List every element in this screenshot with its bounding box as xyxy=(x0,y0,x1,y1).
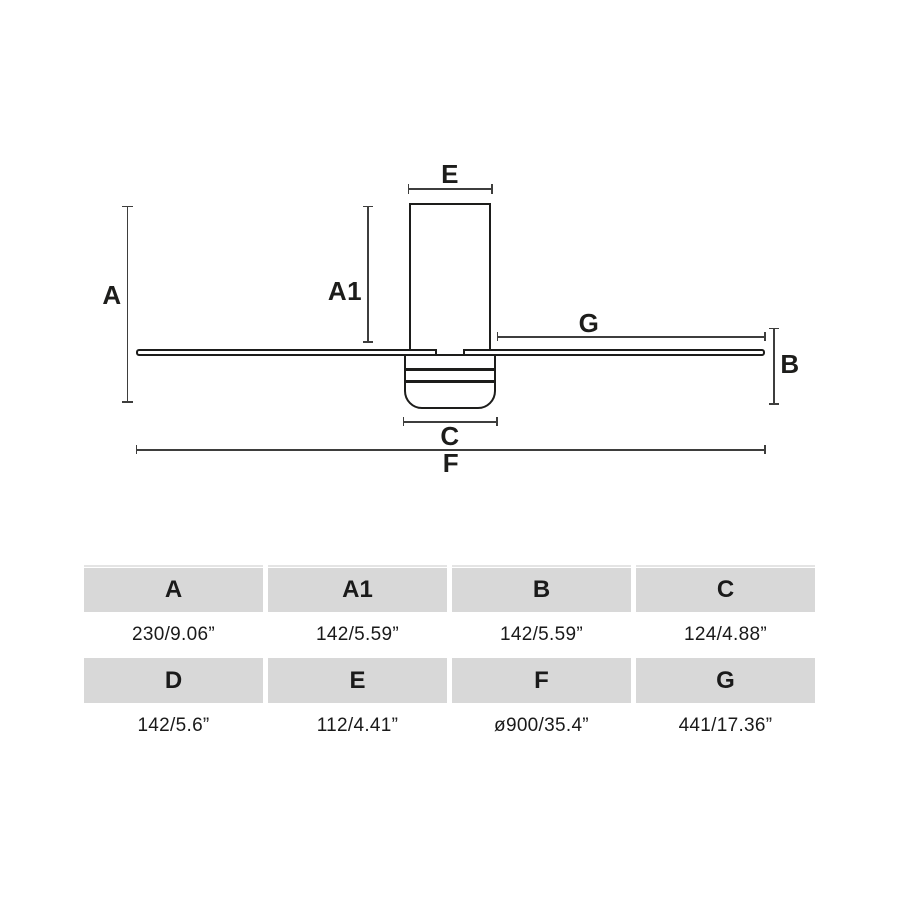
dimension-label-f: F xyxy=(442,448,460,478)
dim-tick-b-top xyxy=(768,327,779,329)
dim-tick-g-left xyxy=(496,331,498,341)
dim-table-value-e: 112/4.41” xyxy=(268,703,447,749)
dim-tick-a-top xyxy=(122,205,133,207)
dimension-label-a1: A1 xyxy=(327,276,363,306)
dim-tick-c-left xyxy=(402,416,404,426)
dim-table-header-b: B xyxy=(452,565,631,612)
dim-table-value-c: 124/4.88” xyxy=(636,612,815,658)
motor-housing xyxy=(409,203,491,352)
dimension-label-a: A xyxy=(102,280,122,310)
light-kit-seam-line-2 xyxy=(406,380,495,383)
dim-tick-f-right xyxy=(764,444,766,454)
dim-table-header-c: C xyxy=(636,565,815,612)
dim-line-a1 xyxy=(367,206,369,342)
dim-table-header-e: E xyxy=(268,658,447,703)
dimensions-table: A A1 B C 230/9.06” 142/5.59” 142/5.59” 1… xyxy=(84,565,815,749)
dim-tick-e-right xyxy=(491,184,493,194)
dim-table-value-d: 142/5.6” xyxy=(84,703,263,749)
dim-line-a xyxy=(126,206,128,402)
dim-tick-b-bottom xyxy=(768,403,779,405)
dim-tick-a1-top xyxy=(362,205,373,207)
dim-table-header-f: F xyxy=(452,658,631,703)
dim-table-header-a1: A1 xyxy=(268,565,447,612)
dim-line-e xyxy=(408,188,492,190)
dim-line-f xyxy=(136,449,765,451)
dimension-label-g: G xyxy=(578,308,600,338)
dim-table-header-a: A xyxy=(84,565,263,612)
fan-blade-right xyxy=(463,349,765,356)
dimension-label-e: E xyxy=(441,159,459,189)
dim-table-value-g: 441/17.36” xyxy=(636,703,815,749)
dim-tick-f-left xyxy=(135,444,137,454)
dim-table-value-b: 142/5.59” xyxy=(452,612,631,658)
dim-table-value-f: ø900/35.4” xyxy=(452,703,631,749)
dim-table-header-d: D xyxy=(84,658,263,703)
dimension-label-c: C xyxy=(440,421,460,451)
dim-line-b xyxy=(773,328,775,404)
dim-line-c xyxy=(403,421,497,423)
dimension-label-b: B xyxy=(780,349,800,379)
dim-tick-e-left xyxy=(407,184,409,194)
dim-table-value-a1: 142/5.59” xyxy=(268,612,447,658)
dim-tick-g-right xyxy=(764,331,766,341)
dim-table-value-a: 230/9.06” xyxy=(84,612,263,658)
dim-table-header-g: G xyxy=(636,658,815,703)
dim-tick-a-bottom xyxy=(122,401,133,403)
dim-tick-c-right xyxy=(496,416,498,426)
light-kit-seam-line-1 xyxy=(406,368,495,371)
dim-line-g xyxy=(497,336,765,338)
dim-tick-a1-bottom xyxy=(362,341,373,343)
fan-blade-left xyxy=(136,349,437,356)
